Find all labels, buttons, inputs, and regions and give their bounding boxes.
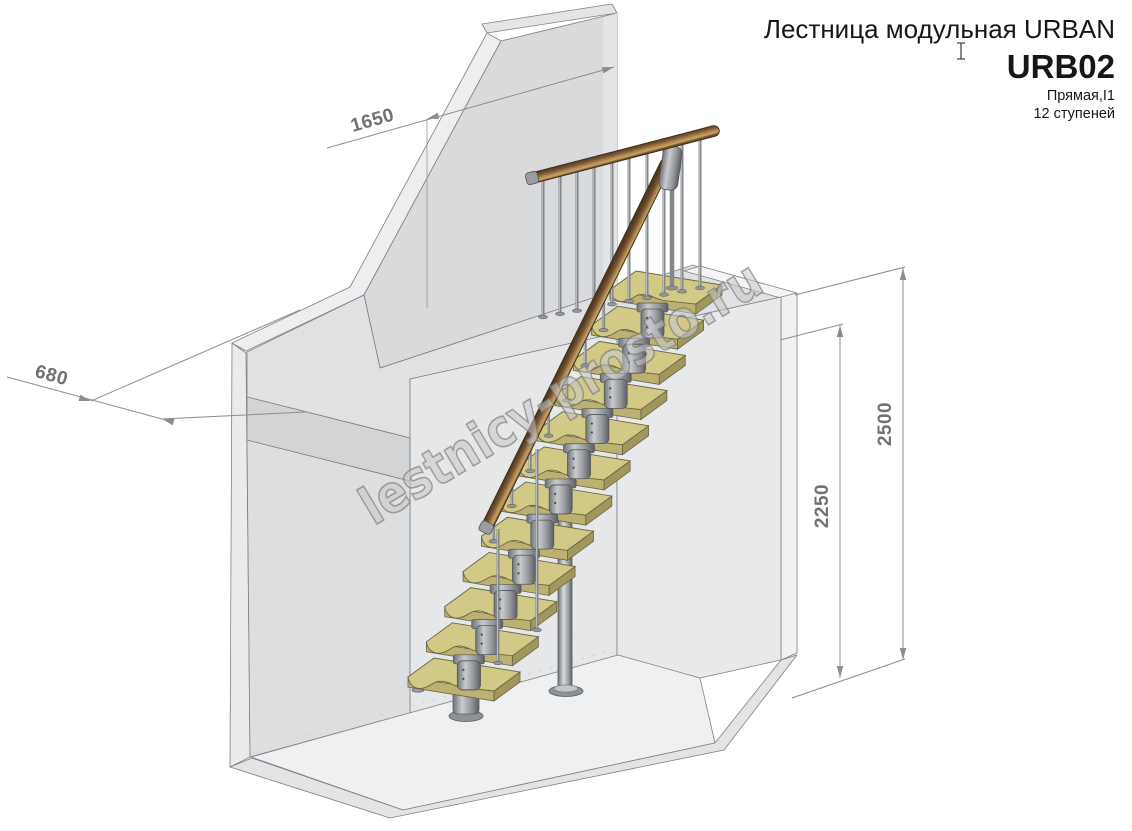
baluster xyxy=(677,137,687,294)
landing-rail-end-cap xyxy=(524,170,540,186)
right-wall-outer-band xyxy=(780,292,798,661)
stair-module xyxy=(636,302,669,339)
text-cursor-icon xyxy=(957,42,965,60)
stair-module xyxy=(453,654,485,691)
railings xyxy=(478,125,720,666)
handrail-end-cap xyxy=(478,520,494,535)
baluster xyxy=(572,164,582,313)
baluster xyxy=(695,132,705,291)
staircase xyxy=(407,270,724,722)
baluster xyxy=(555,168,565,316)
stair-module xyxy=(508,548,540,585)
landing-slab-front xyxy=(246,396,411,482)
stair-module xyxy=(471,619,504,656)
stair-module xyxy=(563,443,595,480)
baluster xyxy=(493,529,503,666)
stair-handrail xyxy=(481,158,672,533)
baluster xyxy=(538,173,548,320)
stair-module xyxy=(526,513,559,550)
stair-module xyxy=(544,478,577,515)
landing-handrail xyxy=(528,126,719,183)
header: Лестница модульная URBAN URB02 Прямая,I1… xyxy=(764,14,1115,122)
stair-module xyxy=(618,337,650,374)
dim-1650-label: 1650 xyxy=(348,105,396,137)
stair-module xyxy=(599,373,632,409)
stair-tread xyxy=(609,270,724,315)
floor-reflection-line xyxy=(284,650,611,742)
baluster xyxy=(532,449,542,633)
stair-type: Прямая,I1 xyxy=(1047,88,1115,104)
stair-module xyxy=(581,408,614,444)
dim-2500-label: 2500 xyxy=(875,402,896,446)
rail-joint xyxy=(658,145,683,191)
support-column xyxy=(548,519,584,697)
dim-2250-label: 2250 xyxy=(812,484,833,528)
floor-slab-front xyxy=(229,654,798,819)
baluster xyxy=(642,146,652,300)
page-title: Лестница модульная URBAN xyxy=(764,14,1115,44)
dim-2250: 2250 xyxy=(779,323,844,678)
dim-2500: 2500 xyxy=(791,266,907,699)
model-code: URB02 xyxy=(1007,48,1115,85)
stair-module xyxy=(489,584,522,620)
steps-count: 12 ступеней xyxy=(1033,106,1115,122)
